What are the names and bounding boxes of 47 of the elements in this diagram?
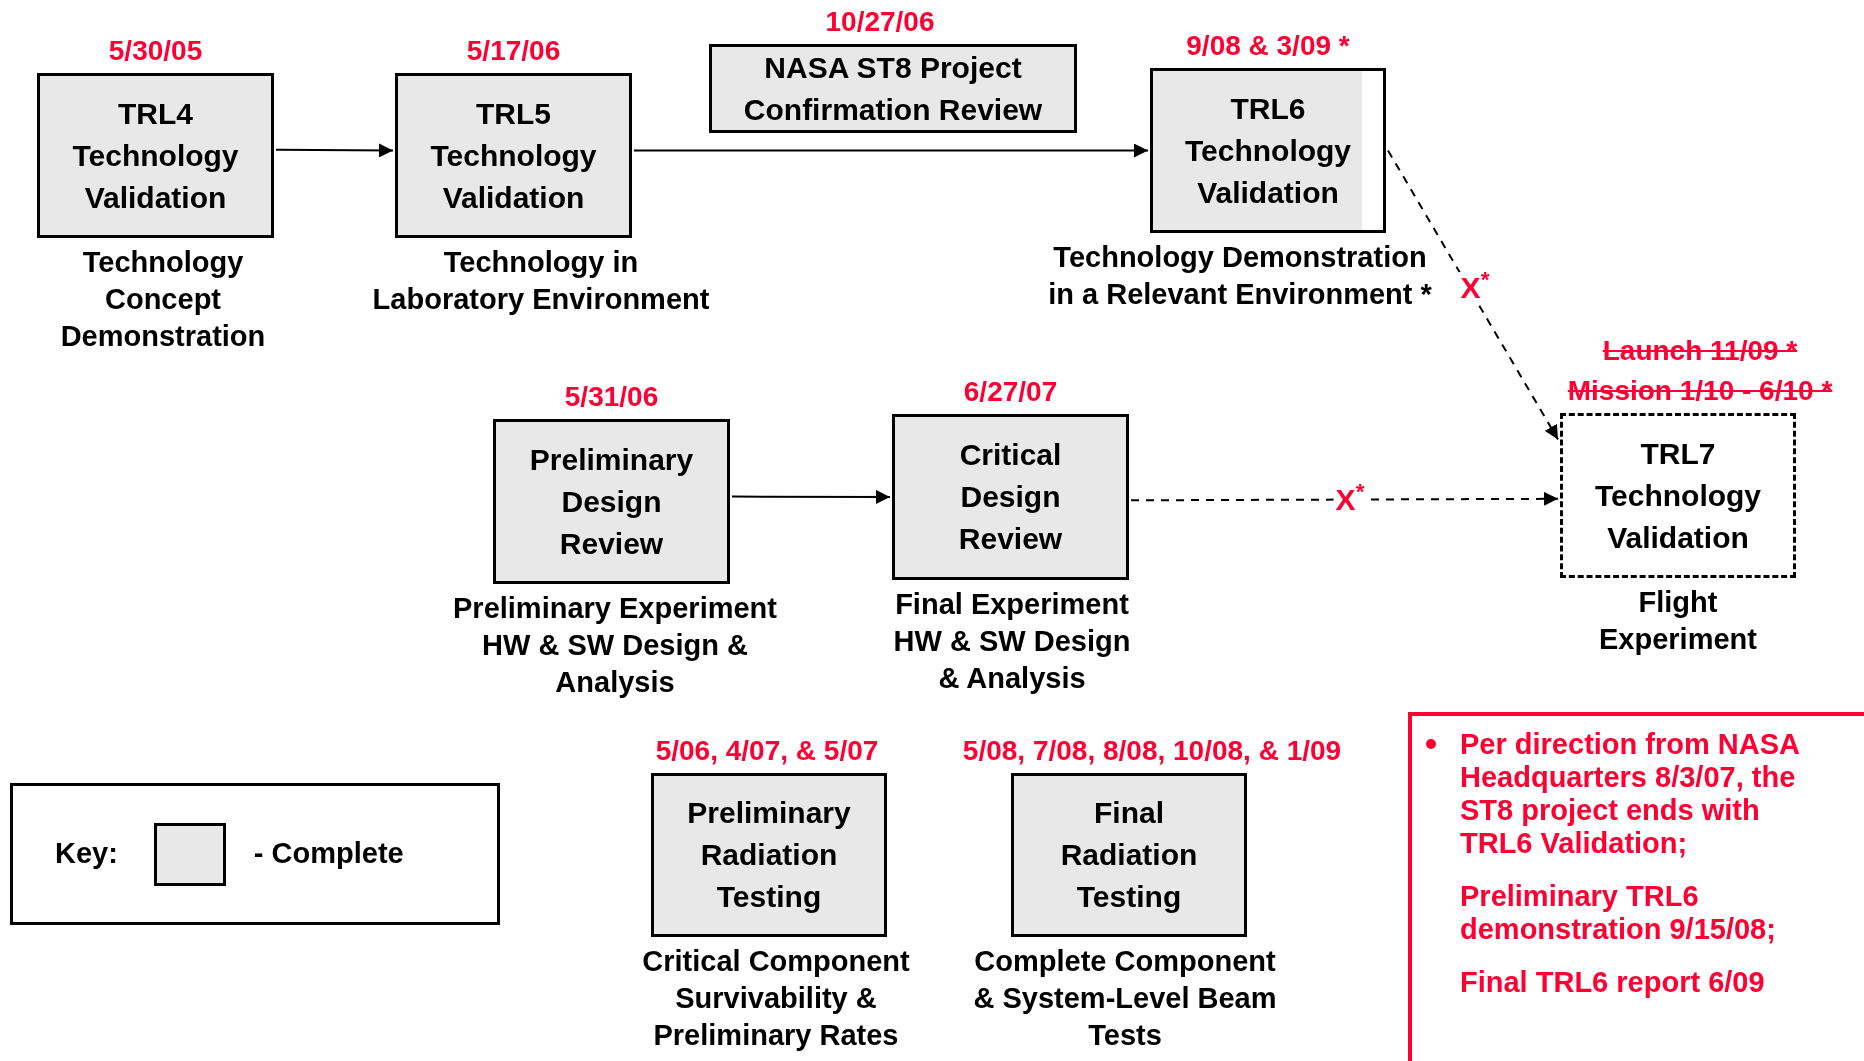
- legend-title: Key:: [55, 836, 118, 872]
- date-label: 5/30/05: [108, 34, 203, 68]
- box-title: TRL7 Technology Validation: [1593, 435, 1763, 556]
- dashed-arrow: [1387, 149, 1559, 441]
- process-box: [892, 414, 1129, 580]
- description-text: Technology in Laboratory Environment: [371, 245, 711, 317]
- box-title: NASA ST8 Project Confirmation Review: [742, 49, 1044, 128]
- arrow: [731, 489, 891, 504]
- box-title: Preliminary Radiation Testing: [686, 795, 852, 915]
- process-box: [1011, 773, 1247, 937]
- description-text: Flight Experiment: [1598, 585, 1758, 657]
- process-box: [709, 44, 1077, 133]
- date-label: 10/27/06: [825, 5, 935, 39]
- box-title: TRL5 Technology Validation: [429, 95, 598, 216]
- date-label: 6/27/07: [963, 375, 1058, 409]
- note-text: Preliminary TRL6 demonstration 9/15/08;: [1460, 880, 1777, 946]
- box-title: TRL6 Technology Validation: [1183, 90, 1353, 211]
- process-box: [395, 73, 632, 238]
- box-title: Final Radiation Testing: [1059, 795, 1199, 915]
- legend-text: - Complete: [253, 836, 404, 872]
- box-title: TRL4 Technology Validation: [71, 95, 240, 216]
- description-text: Complete Component & System-Level Beam Tests: [972, 944, 1278, 1053]
- box-title: Critical Design Review: [957, 437, 1064, 557]
- struck-date-label: Mission 1/10 - 6/10 *: [1567, 374, 1833, 408]
- process-box: [651, 773, 887, 937]
- date-label: 5/17/06: [466, 34, 561, 68]
- note-text: Per direction from NASA Headquarters 8/3/07, the ST8 project ends with TRL6 Validation;: [1460, 728, 1815, 860]
- dashed-arrow: [1130, 491, 1559, 506]
- description-text: Preliminary Experiment HW & SW Design & Analysis: [452, 591, 778, 700]
- process-box: [1150, 68, 1386, 233]
- arrow: [633, 143, 1149, 158]
- struck-date-label: Launch 11/09 *: [1602, 334, 1798, 368]
- date-label: 5/08, 7/08, 8/08, 10/08, & 1/09: [962, 734, 1342, 768]
- note-box: [1408, 712, 1864, 1061]
- box-title: Preliminary Design Review: [528, 441, 695, 562]
- date-label: 9/08 & 3/09 *: [1186, 29, 1350, 63]
- dashed-process-box: [1560, 413, 1796, 578]
- process-box: [493, 419, 730, 584]
- date-label: 5/31/06: [564, 380, 659, 414]
- description-text: Technology Demonstration in a Relevant Environment *: [1047, 240, 1433, 312]
- note-text: Final TRL6 report 6/09: [1460, 966, 1766, 999]
- date-label: 5/06, 4/07, & 5/07: [655, 734, 879, 768]
- description-text: Technology Concept Demonstration: [59, 245, 267, 354]
- description-text: Final Experiment HW & SW Design & Analysis: [892, 587, 1132, 696]
- description-text: Critical Component Survivability & Preliminary Rates: [641, 944, 911, 1053]
- arrow: [275, 143, 394, 158]
- process-box: [37, 73, 274, 238]
